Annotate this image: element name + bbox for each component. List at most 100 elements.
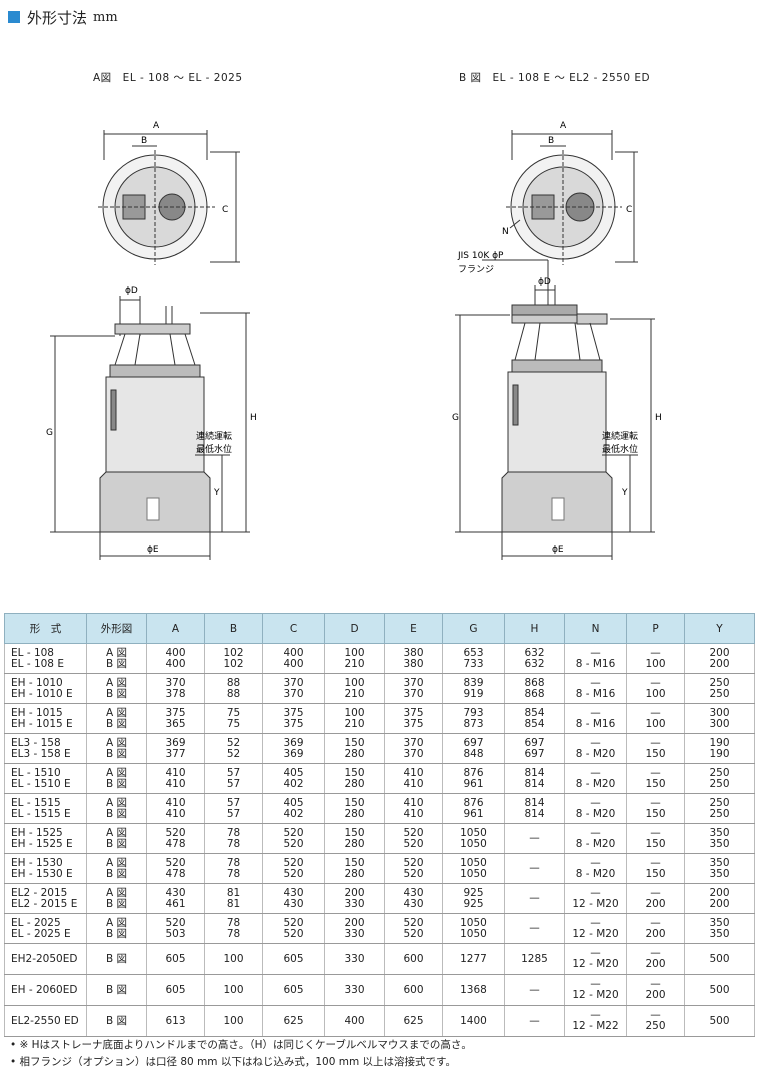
cell-a: 613 — [146, 1005, 205, 1037]
cell-p: —150 — [626, 823, 685, 854]
column-header-model: 形 式 — [4, 613, 87, 644]
cell-y: 500 — [684, 943, 755, 975]
diagram-b: A B C N JIS 10K ϕP フランジ ϕD G H Y 連続運転 最低… — [452, 121, 662, 560]
cell-n: —8 - M16 — [564, 673, 627, 704]
dim-c-label: C — [222, 205, 228, 215]
column-header-n: N — [564, 613, 627, 644]
cell-p: —200 — [626, 943, 685, 975]
cell-c: 625 — [262, 1005, 325, 1037]
cell-n: —8 - M16 — [564, 703, 627, 734]
footnote-1: • ※ Hはストレーナ底面よりハンドルまでの高さ。（H）は同じくケーブルベルマウ… — [10, 1039, 472, 1051]
dim-e-label-b: ϕE — [552, 545, 564, 555]
dim-g-label-b: G — [452, 413, 459, 423]
column-header-h: H — [504, 613, 565, 644]
dim-d-label-b: ϕD — [538, 277, 551, 287]
diagram-a: A B C ϕD G H Y 連続運転 最低水位 ϕE — [46, 121, 257, 560]
cell-b: 100 — [204, 943, 263, 975]
cell-fig: B 図 — [86, 1005, 147, 1037]
cell-p: —150 — [626, 853, 685, 884]
cell-a: 605 — [146, 974, 205, 1006]
cell-p: —150 — [626, 733, 685, 764]
cell-n: —12 - M20 — [564, 974, 627, 1006]
dim-y-label-b: Y — [621, 488, 628, 498]
cell-d: 330 — [324, 943, 385, 975]
flange-label: フランジ — [458, 264, 494, 275]
diagram-a-caption: A図 EL - 108 ～ EL - 2025 — [93, 72, 243, 84]
cell-d: 400 — [324, 1005, 385, 1037]
dim-e-label: ϕE — [147, 545, 159, 555]
dim-y-label: Y — [213, 488, 220, 498]
cell-p: —200 — [626, 913, 685, 944]
cell-h: — — [504, 913, 565, 944]
cell-b: 100 — [204, 974, 263, 1006]
cell-h: — — [504, 974, 565, 1006]
cell-model: EH - 2060ED — [4, 974, 87, 1006]
cell-h: — — [504, 853, 565, 884]
cell-p: —100 — [626, 673, 685, 704]
cell-p: —200 — [626, 974, 685, 1006]
cell-n: —12 - M20 — [564, 913, 627, 944]
cell-n: —12 - M22 — [564, 1005, 627, 1037]
cell-p: —100 — [626, 703, 685, 734]
cell-h: — — [504, 823, 565, 854]
column-header-d: D — [324, 613, 385, 644]
cell-h: — — [504, 883, 565, 914]
cell-p: —150 — [626, 763, 685, 794]
